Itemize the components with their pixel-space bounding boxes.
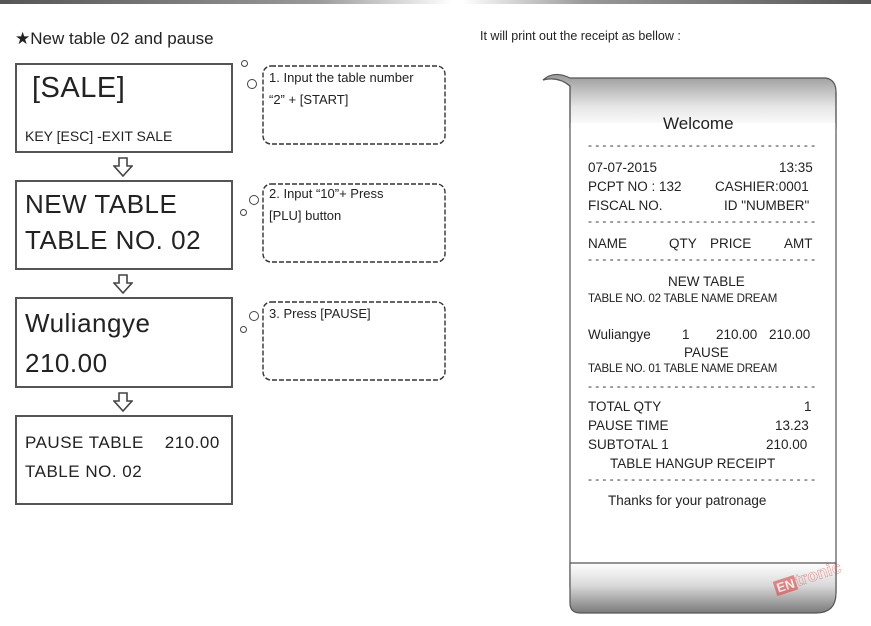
- thought-bubble-1: [262, 65, 446, 145]
- lcd-pause-line2: TABLE NO. 02: [25, 462, 143, 481]
- thought-dot: [247, 79, 257, 89]
- thought-dot: [240, 326, 247, 333]
- thought-bubble-2: [262, 183, 446, 263]
- receipt-divider: --------------------------------------: [588, 379, 816, 393]
- section-heading: ★New table 02 and pause: [15, 29, 214, 48]
- receipt-item-price: 210.00: [716, 327, 758, 342]
- receipt-paper: [542, 73, 837, 614]
- lcd-new-table: NEW TABLE TABLE NO. 02: [15, 180, 233, 270]
- thought-dot: [240, 209, 247, 216]
- receipt-fiscal: FISCAL NO.: [588, 198, 663, 213]
- receipt-divider: --------------------------------------: [588, 252, 816, 266]
- receipt-hangup: TABLE HANGUP RECEIPT: [610, 456, 776, 471]
- receipt-time: 13:35: [779, 160, 813, 175]
- receipt-cashier: CASHIER:0001: [715, 179, 809, 194]
- lcd-pause-table: PAUSE TABLE 210.00 TABLE NO. 02: [15, 415, 233, 505]
- receipt-id: ID "NUMBER": [724, 198, 810, 213]
- receipt-thanks: Thanks for your patronage: [608, 493, 767, 508]
- bubble-3-line1: 3. Press [PAUSE]: [269, 306, 371, 321]
- receipt-col-amt: AMT: [784, 236, 813, 251]
- lcd-new-table-line1: NEW TABLE: [25, 189, 178, 219]
- receipt-col-name: NAME: [588, 236, 628, 251]
- down-arrow-icon: [113, 157, 133, 177]
- receipt-item-name: Wuliangye: [588, 327, 651, 342]
- receipt-welcome: Welcome: [663, 114, 734, 133]
- lcd-sale-title: [SALE]: [32, 72, 126, 104]
- receipt-pause-time-label: PAUSE TIME: [588, 418, 669, 433]
- lcd-pause-line1: PAUSE TABLE 210.00: [25, 433, 220, 452]
- receipt-table-line-2: TABLE NO. 01 TABLE NAME DREAM: [588, 363, 778, 375]
- receipt-pause: PAUSE: [684, 345, 729, 360]
- receipt-divider: --------------------------------------: [588, 472, 816, 486]
- down-arrow-icon: [113, 274, 133, 294]
- top-rule-left: [0, 0, 452, 4]
- lcd-item: Wuliangye 210.00: [15, 297, 233, 388]
- receipt-subtotal-value: 210.00: [766, 437, 808, 452]
- receipt-table-line-1: TABLE NO. 02 TABLE NAME DREAM: [588, 293, 778, 305]
- receipt-divider: --------------------------------------: [588, 214, 816, 228]
- down-arrow-icon: [113, 392, 133, 412]
- receipt-date: 07-07-2015: [588, 160, 658, 175]
- lcd-item-price: 210.00: [25, 348, 108, 378]
- receipt-new-table: NEW TABLE: [668, 274, 745, 289]
- receipt-item-amt: 210.00: [769, 327, 811, 342]
- receipt-item-qty: 1: [682, 327, 690, 342]
- receipt-subtotal-label: SUBTOTAL 1: [588, 437, 669, 452]
- bubble-2-line1: 2. Input “10”+ Press: [269, 186, 384, 201]
- bubble-2-line2: [PLU] button: [269, 208, 342, 223]
- receipt-divider: --------------------------------------: [588, 138, 816, 152]
- receipt-intro: It will print out the receipt as bellow …: [480, 29, 681, 43]
- receipt-col-price: PRICE: [710, 236, 752, 251]
- receipt-total-qty-label: TOTAL QTY: [588, 399, 662, 414]
- lcd-sale: [SALE] KEY [ESC] -EXIT SALE: [15, 63, 233, 153]
- bubble-1-line2: “2” + [START]: [269, 92, 349, 107]
- receipt-col-qty: QTY: [669, 236, 697, 251]
- receipt-pause-time-value: 13.23: [775, 418, 809, 433]
- thought-bubble-3: [262, 301, 446, 381]
- receipt-pcpt: PCPT NO : 132: [588, 179, 682, 194]
- receipt-total-qty-value: 1: [804, 399, 812, 414]
- thought-dot: [249, 195, 259, 205]
- thought-dot: [249, 311, 259, 321]
- bubble-1-line1: 1. Input the table number: [269, 70, 414, 85]
- lcd-item-name: Wuliangye: [25, 308, 151, 338]
- lcd-sale-hint: KEY [ESC] -EXIT SALE: [25, 128, 173, 144]
- thought-dot: [241, 60, 248, 67]
- lcd-new-table-line2: TABLE NO. 02: [25, 225, 202, 255]
- top-rule-right: [462, 0, 871, 4]
